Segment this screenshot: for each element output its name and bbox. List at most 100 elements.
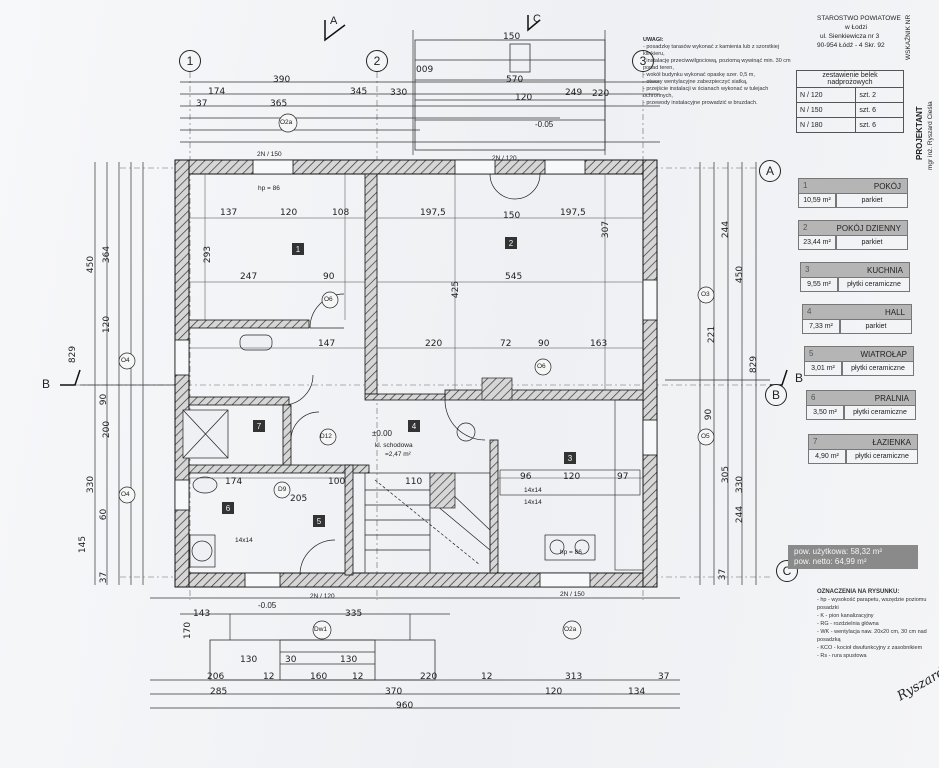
windows xyxy=(174,159,658,588)
room-card-area: 9,55 m² xyxy=(800,277,838,292)
legend-item: - RG - rozdzielnia główna xyxy=(817,621,879,627)
room-card-name: POKÓJ xyxy=(873,182,901,191)
side-dimension-lines xyxy=(80,162,770,585)
dim-right: 37 xyxy=(718,568,729,581)
stamp-line-2: w Łodzi xyxy=(845,24,868,31)
tag-label: O4 xyxy=(121,491,130,498)
door-swings xyxy=(282,173,541,576)
dim-right: 305 xyxy=(721,465,732,484)
legend-item: - Rs - rura spustowa xyxy=(817,653,867,659)
legend-item: - hp - wysokość parapetu, wszędzie pozio… xyxy=(817,597,927,611)
stamp-line-3: ul. Sienkiewicza nr 3 xyxy=(820,33,880,40)
dim-top: 330 xyxy=(390,88,408,98)
stamp-line-4: 90-954 Łódź - 4 Skr. 92 xyxy=(817,42,885,49)
dim-room: 150 xyxy=(503,211,521,221)
notes-item: - przewody instalacyjne prowadzić w bruz… xyxy=(643,100,758,106)
room-num-4: 4 xyxy=(412,422,417,431)
axis-grid xyxy=(60,72,770,600)
beam-type: N / 150 xyxy=(795,102,857,118)
dim-room: 100 xyxy=(328,477,346,487)
room-num-5: 5 xyxy=(317,517,322,526)
usable-area: pow. użytkowa: 58,32 m² xyxy=(794,547,883,556)
dim-right: 221 xyxy=(707,325,718,344)
dim-room: 120 xyxy=(280,208,298,218)
dim-room: 108 xyxy=(332,208,350,218)
tag-label: O6 xyxy=(324,296,333,303)
room-num-2: 2 xyxy=(509,239,514,248)
room-card-area: 7,33 m² xyxy=(802,319,840,334)
beam-qty: szt. 6 xyxy=(855,102,904,118)
room-num-1: 1 xyxy=(296,245,301,254)
tag-label: O4 xyxy=(121,357,130,364)
dim-room: 163 xyxy=(590,339,608,349)
top-dimension-lines xyxy=(180,30,660,155)
dim-room: 307 xyxy=(601,220,612,239)
dim-room: 220 xyxy=(425,339,443,349)
dim-bottom: 130 xyxy=(240,655,258,665)
level-mark: ±0.00 xyxy=(372,429,392,438)
area-summary: pow. użytkowa: 58,32 m² pow. netto: 64,9… xyxy=(788,545,918,569)
tag-label: O6 xyxy=(537,363,546,370)
beam-type: N / 180 xyxy=(795,117,857,133)
dim-left: 200 xyxy=(102,420,113,439)
entrance-steps xyxy=(209,639,436,681)
dim-room: 14x14 xyxy=(524,487,542,494)
axis-label-1: 1 xyxy=(186,54,194,68)
level-mark: -0.05 xyxy=(535,120,554,129)
stairs-area: =2,47 m² xyxy=(385,451,411,458)
dim-bottom: 130 xyxy=(340,655,358,665)
stairs-label: kl. schodowa xyxy=(375,442,413,449)
dim-bottom: 370 xyxy=(385,687,403,697)
dim-top: 37 xyxy=(196,99,208,109)
room-card-finish: parkiet xyxy=(836,193,908,208)
dim-room: 97 xyxy=(617,472,629,482)
tag-label: O3 xyxy=(701,291,710,298)
dim-left: 450 xyxy=(86,255,97,274)
dim-room: 197,5 xyxy=(420,208,446,218)
side-projektant: PROJEKTANT xyxy=(915,106,924,160)
room-card-num: 4 xyxy=(807,307,812,316)
room-card-num: 7 xyxy=(813,437,818,446)
lintel-mark: 2N / 150 xyxy=(257,151,282,158)
interior-dimension-lines xyxy=(189,174,643,479)
axis-label-2: 2 xyxy=(373,54,381,68)
dim-top: 009 xyxy=(416,65,434,75)
section-label-b-left: B xyxy=(42,377,51,391)
section-label-c: C xyxy=(533,13,541,25)
dim-room: 147 xyxy=(318,339,336,349)
dim-bottom: 206 xyxy=(207,672,225,682)
dim-room: 120 xyxy=(563,472,581,482)
interior-walls xyxy=(188,173,644,576)
dim-top: 365 xyxy=(270,99,288,109)
beam-qty: szt. 2 xyxy=(855,87,904,103)
notes-title: UWAGI: xyxy=(643,37,664,43)
dim-right: 450 xyxy=(735,265,746,284)
legend-item: - KCO - kocioł dwufunkcyjny z zasobnikie… xyxy=(817,645,923,651)
dim-bottom: 313 xyxy=(565,672,583,682)
dim-left: 330 xyxy=(86,475,97,494)
room-card-area: 3,50 m² xyxy=(806,405,844,420)
dim-left: 145 xyxy=(78,535,89,554)
room-card-area: 10,59 m² xyxy=(798,193,836,208)
dim-room: 197,5 xyxy=(560,208,586,218)
axis-marker-3: 3 xyxy=(632,50,654,72)
dim-bottom: 12 xyxy=(481,672,493,682)
level-mark: -0.05 xyxy=(258,601,277,610)
room-card-finish: płytki ceramiczne xyxy=(844,405,916,420)
dim-right: 330 xyxy=(735,475,746,494)
dim-left: 37 xyxy=(99,571,110,584)
dim-room: 174 xyxy=(225,477,243,487)
tag-label: Dw1 xyxy=(314,626,328,633)
dim-left: 829 xyxy=(68,345,79,364)
dim-bottom: 37 xyxy=(658,672,670,682)
room-card-name: POKÓJ DZIENNY xyxy=(836,224,901,233)
dim-top: 345 xyxy=(350,87,368,97)
dim-bottom: 12 xyxy=(352,672,364,682)
dim-bottom: 170 xyxy=(183,621,194,640)
